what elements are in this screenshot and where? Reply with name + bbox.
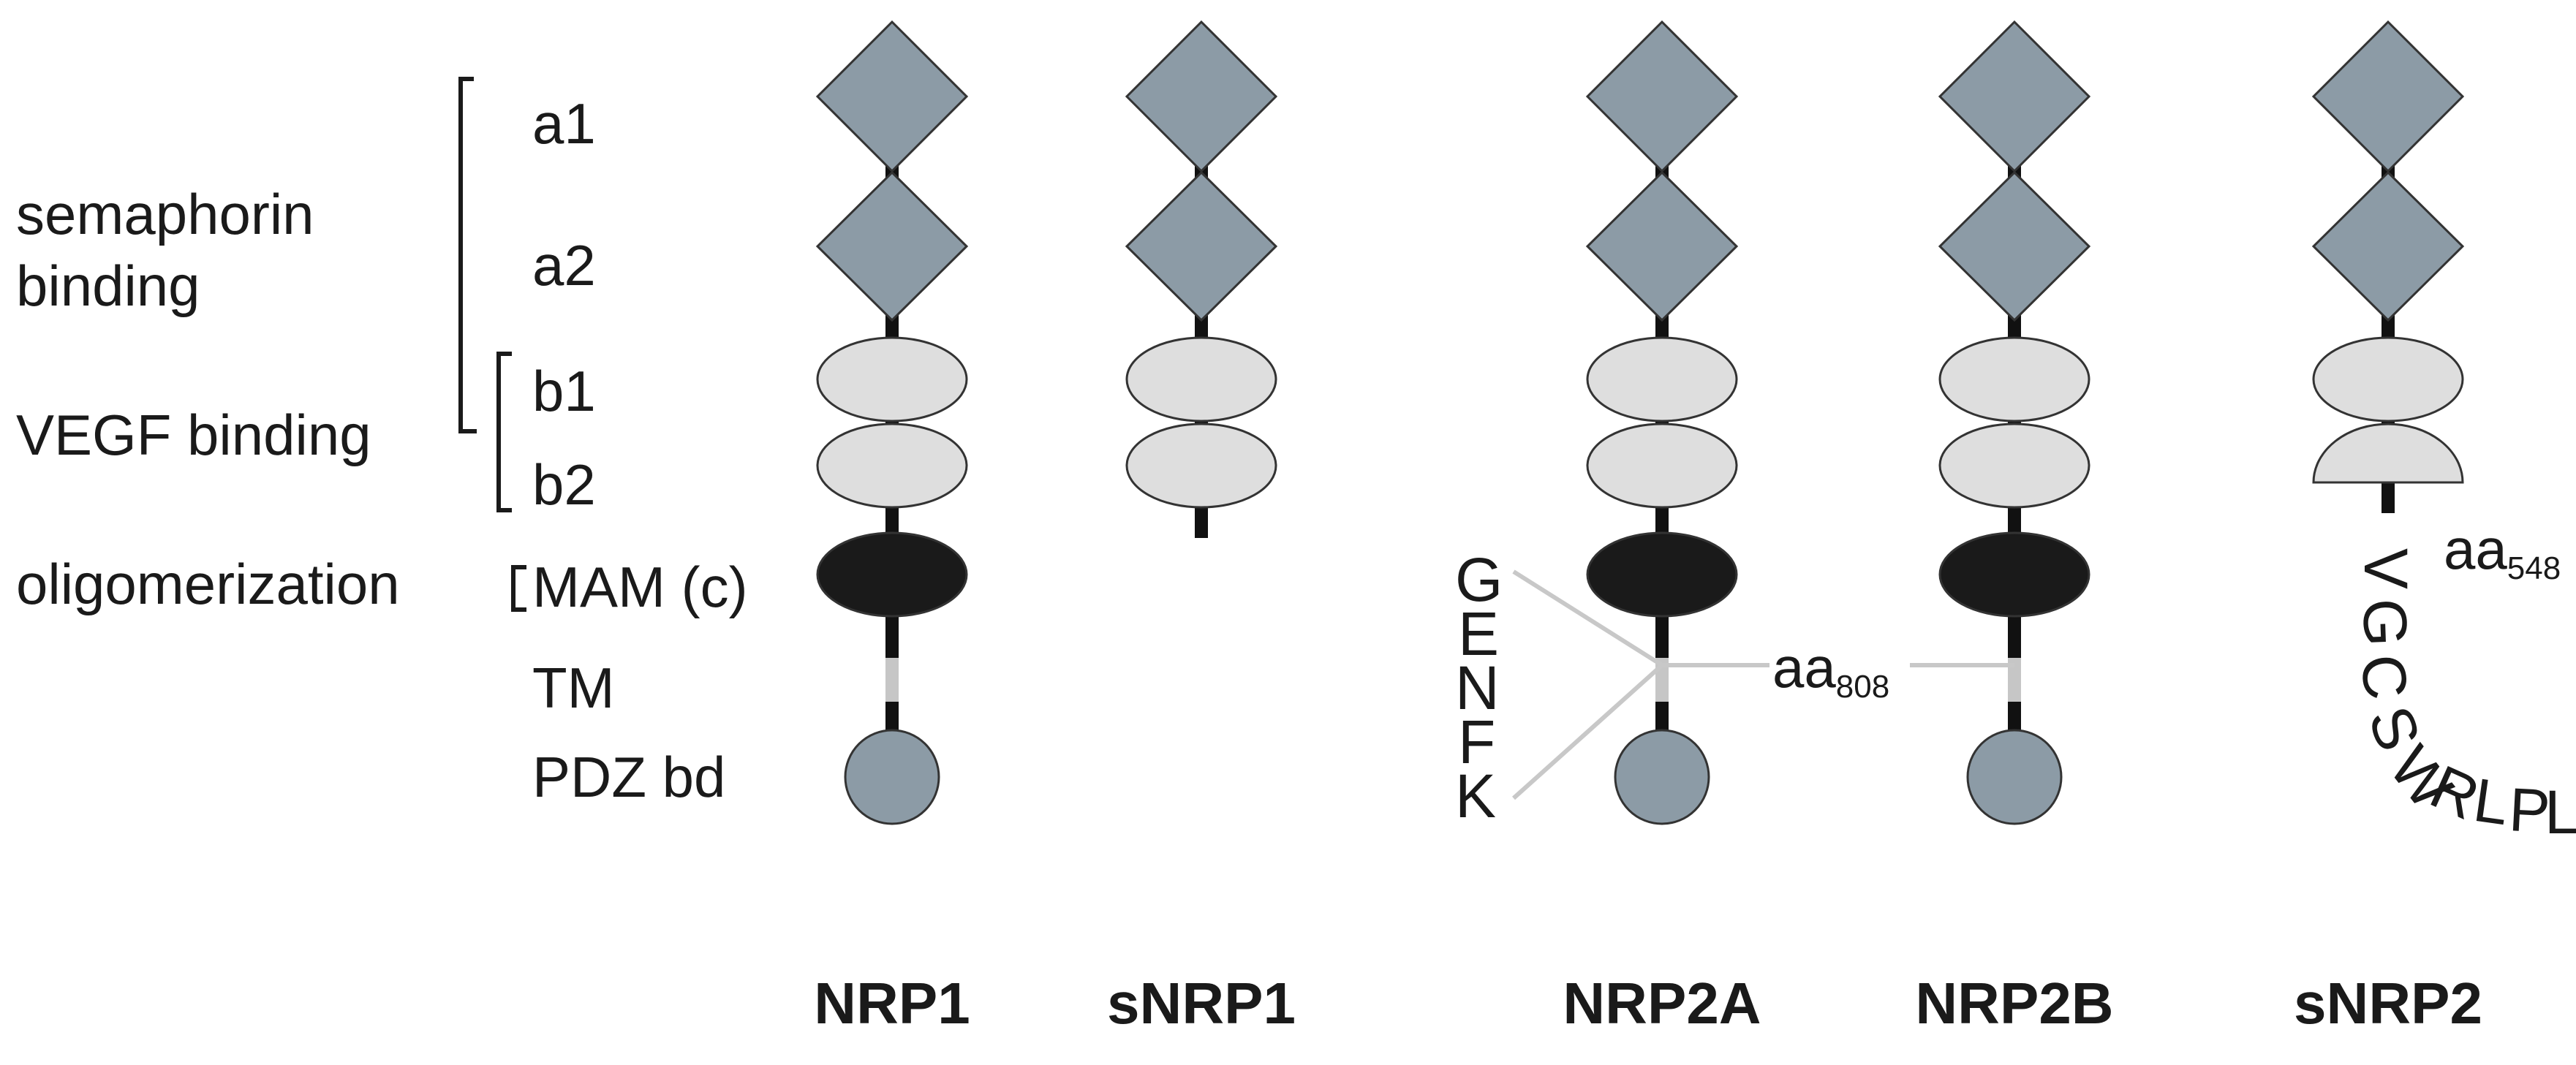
brackets <box>458 77 526 612</box>
snrp2-tail-stub <box>2382 481 2395 513</box>
nrp2a-tail-letter: G <box>1455 545 1503 614</box>
snrp2-tail-letter: P <box>2507 775 2552 846</box>
protein-snrp1 <box>1125 20 1278 509</box>
domain-label-b2: b2 <box>532 452 596 517</box>
nrp2a-tail-letter: F <box>1458 708 1495 776</box>
nrp2a-tail-letter: N <box>1455 653 1500 722</box>
nrp2a-mam <box>1586 531 1738 618</box>
protein-name-nrp2b: NRP2B <box>1915 971 2113 1036</box>
nrp1-fv8-b2 <box>816 422 968 509</box>
nrp2b-fv8-b2 <box>1938 422 2090 509</box>
snrp1-linker-a2b1 <box>1195 313 1208 341</box>
nrp2a-linker-a2b1 <box>1655 313 1669 341</box>
domain-label-a2: a2 <box>532 233 596 297</box>
connector-lines <box>1511 569 2014 800</box>
nrp2b-fv8-b1 <box>1938 336 2090 422</box>
protein-names: NRP1 sNRP1 NRP2A NRP2B sNRP2 <box>814 971 2482 1036</box>
semaphorin-label-line1: semaphorin <box>16 182 314 246</box>
snrp2-tail-letter: V <box>2352 548 2420 589</box>
snrp1-cub-a2 <box>1125 170 1278 322</box>
domain-label-tm: TM <box>532 656 615 720</box>
nrp2a-tail-sequence: G E N F K <box>1455 545 1503 830</box>
nrp2a-tail-line-g <box>1512 569 1663 667</box>
domain-label-b1: b1 <box>532 359 596 423</box>
protein-name-nrp2a: NRP2A <box>1563 971 1761 1036</box>
aa808-prefix: aa <box>1772 635 1836 700</box>
nrp2b-linker-a2b1 <box>2008 313 2021 341</box>
aa548-prefix: aa <box>2444 517 2507 581</box>
protein-name-nrp1: NRP1 <box>814 971 970 1036</box>
nrp2a-tail-letter: E <box>1458 599 1499 668</box>
nrp2b-mam <box>1938 531 2090 618</box>
vegf-bracket <box>496 352 512 512</box>
nrp1-tm-segment <box>885 658 899 702</box>
aa808-subscript: 808 <box>1836 669 1889 705</box>
nrp2a-linker-mam-tm <box>1655 608 1669 658</box>
snrp2-tail-letter: L <box>2545 778 2576 846</box>
aa548-subscript: 548 <box>2507 550 2561 586</box>
nrp2a-fv8-b1 <box>1586 336 1738 422</box>
nrp2a-fv8-b2 <box>1586 422 1738 509</box>
nrp1-fv8-b1 <box>816 336 968 422</box>
nrp2b-pdz <box>1966 729 2063 825</box>
function-labels: semaphorin binding VEGF binding oligomer… <box>16 182 400 616</box>
protein-snrp2 <box>2311 20 2465 484</box>
snrp2-tail-letter: G <box>2350 597 2420 648</box>
aa548-label: aa548 <box>2444 517 2561 586</box>
nrp2b-linker-tm-pdz <box>2008 702 2021 734</box>
nrp2b-tm-segment <box>2008 658 2021 702</box>
nrp1-linker-b2mam <box>885 504 899 539</box>
domain-label-mam: MAM (c) <box>532 555 748 619</box>
nrp2a-cub-a2 <box>1585 170 1739 322</box>
protein-nrp2b <box>1938 20 2091 825</box>
snrp2-cub-a1 <box>2311 20 2465 173</box>
nrp2b-linker-mam-tm <box>2008 608 2021 658</box>
nrp2a-linker-b2mam <box>1655 504 1669 539</box>
snrp2-tail-letter: C <box>2347 650 2422 703</box>
nrp2b-cub-a2 <box>1938 170 2091 322</box>
snrp2-fv8-b1 <box>2312 336 2464 422</box>
snrp1-tail-stub <box>1195 501 1208 538</box>
nrp2a-linker-tm-pdz <box>1655 702 1669 734</box>
nrp2b-cub-a1 <box>1938 20 2091 173</box>
nrp1-mam <box>816 531 968 618</box>
protein-name-snrp1: sNRP1 <box>1107 971 1296 1036</box>
aa808-label: aa808 <box>1772 635 1889 705</box>
snrp2-cub-a2 <box>2311 170 2465 322</box>
oligomerization-label: oligomerization <box>16 552 400 616</box>
domain-label-pdz: PDZ bd <box>532 745 725 809</box>
snrp1-cub-a1 <box>1125 20 1278 173</box>
nrp1-pdz <box>844 729 940 825</box>
snrp2-linker-a2b1 <box>2382 313 2395 341</box>
nrp2a-tail-line-k <box>1511 663 1664 800</box>
nrp2a-tail-letter: K <box>1455 762 1496 830</box>
nrp1-linker-tm-pdz <box>885 702 899 734</box>
nrp1-linker-a2b1 <box>885 313 899 341</box>
oligomerization-bracket <box>511 565 526 612</box>
nrp2b-linker-b2mam <box>2008 504 2021 539</box>
domain-label-a1: a1 <box>532 91 596 156</box>
domain-labels: a1 a2 b1 b2 MAM (c) TM PDZ bd <box>532 91 748 809</box>
snrp1-fv8-b1 <box>1125 336 1277 422</box>
semaphorin-bracket <box>458 77 477 433</box>
semaphorin-label-line2: binding <box>16 254 200 318</box>
vegf-binding-label: VEGF binding <box>16 403 371 467</box>
protein-name-snrp2: sNRP2 <box>2294 971 2482 1036</box>
nrp2a-pdz <box>1614 729 1710 825</box>
nrp1-cub-a1 <box>815 20 969 173</box>
nrp2a-cub-a1 <box>1585 20 1739 173</box>
snrp2-tail-sequence: V G C S W R L P L <box>2347 548 2576 846</box>
nrp1-linker-mam-tm <box>885 608 899 658</box>
protein-nrp2a <box>1585 20 1739 825</box>
snrp2-fv8-b2-truncated <box>2312 422 2464 484</box>
protein-nrp1 <box>815 20 969 825</box>
nrp1-cub-a2 <box>815 170 969 322</box>
snrp1-fv8-b2 <box>1125 422 1277 509</box>
